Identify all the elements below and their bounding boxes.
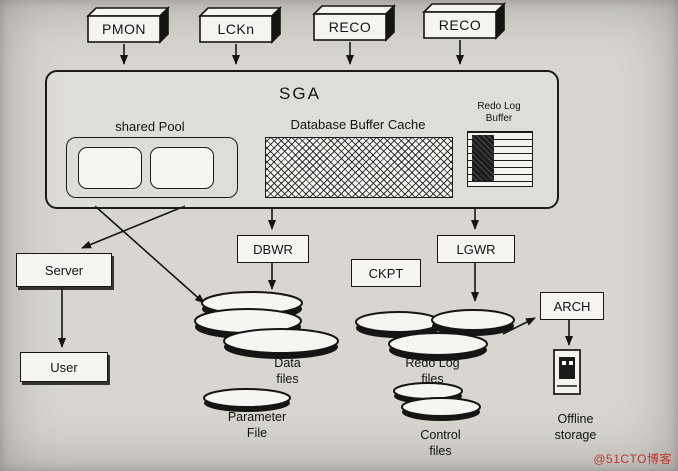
offline-storage-label: Offline storage: [533, 412, 618, 443]
ckpt-box: CKPT: [351, 259, 421, 287]
control-files-label-line2: files: [429, 443, 452, 458]
reco2-3d-box: [422, 2, 506, 40]
redo-log-buffer-label-line1: Redo Log: [477, 101, 521, 112]
sga-title: SGA: [279, 84, 321, 103]
shared-pool-segment: [78, 147, 142, 189]
pmon-3d-box: [86, 6, 170, 44]
arch-box: ARCH: [540, 292, 604, 320]
parameter-file-label: Parameter File: [212, 410, 302, 441]
parameter-file-disk: [203, 388, 291, 412]
arrow-sga-server: [81, 205, 186, 249]
reco1-3d-box: [312, 4, 396, 42]
user-box: User: [20, 352, 108, 382]
offline-storage-label-line2: storage: [554, 427, 597, 442]
redo-log-buffer-block: [467, 131, 533, 187]
data-files-label-line1: Data: [274, 356, 301, 370]
arrow-redofiles-arch: [502, 317, 536, 335]
reco2-box-label: RECO: [438, 17, 482, 33]
cylinder-disk-icon: [401, 397, 481, 421]
data-files-disks: [194, 291, 339, 359]
redo-log-files-label-line2: files: [421, 371, 444, 386]
lgwr-box: LGWR: [437, 235, 515, 263]
shared-pool-segment: [150, 147, 214, 189]
cylinder-disk-icon: [388, 332, 488, 361]
pmon-box-label: PMON: [102, 21, 146, 37]
watermark-text: @51CTO博客: [593, 452, 672, 466]
control-files-label: Control files: [398, 428, 483, 459]
parameter-file-label-line2: File: [246, 425, 268, 440]
cylinder-disk-icon: [194, 308, 302, 339]
arrow-server-datafiles: [94, 205, 205, 304]
cylinder-disk-icon: [431, 309, 515, 336]
database-buffer-cache-block: [265, 137, 453, 198]
connector-arrows: [58, 40, 573, 348]
dbwr-box: DBWR: [237, 235, 309, 263]
shared-pool-label: shared Pool: [115, 119, 185, 134]
redo-log-buffer-label-line2: Buffer: [485, 112, 513, 124]
redo-log-files-disks: [355, 309, 515, 361]
redo-log-files-label: Redo Log files: [390, 356, 475, 387]
redo-log-buffer-label: Redo Log Buffer: [460, 101, 538, 124]
offline-storage-label-line1: Offline: [557, 412, 594, 426]
lckn-3d-box: [198, 6, 282, 44]
data-files-label-line2: files: [276, 371, 299, 386]
parameter-file-label-line1: Parameter: [227, 410, 287, 424]
offline-storage-icon: [553, 349, 581, 395]
server-box: Server: [16, 253, 112, 287]
lckn-box-label: LCKn: [217, 21, 255, 37]
reco1-box-label: RECO: [328, 19, 372, 35]
redo-log-files-label-line1: Redo Log: [405, 356, 460, 370]
cylinder-disk-icon: [223, 328, 339, 359]
control-files-disks: [393, 382, 481, 421]
shared-pool-container: [66, 137, 238, 198]
redo-log-buffer-used-portion: [472, 135, 494, 181]
data-files-label: Data files: [245, 356, 330, 387]
buffer-cache-label: Database Buffer Cache: [290, 117, 426, 132]
control-files-label-line1: Control: [420, 428, 461, 442]
